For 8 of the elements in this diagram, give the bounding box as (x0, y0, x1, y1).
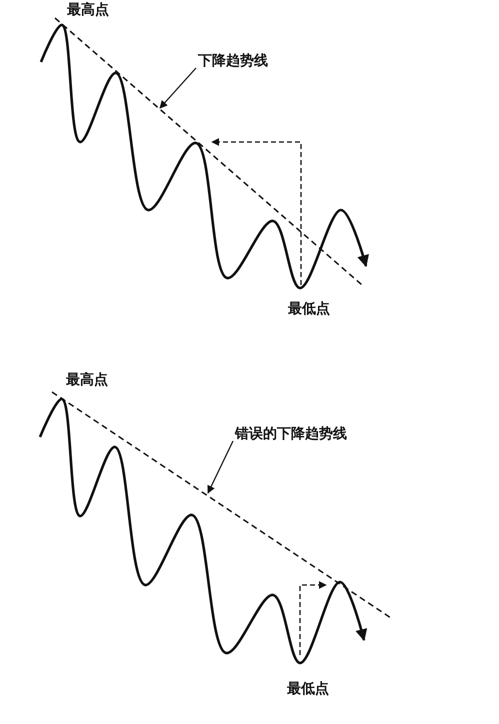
point-label: 最高点 (66, 371, 108, 389)
point-label: 最低点 (287, 680, 329, 698)
callout-label: 错误的下降趋势线 (235, 425, 347, 443)
point-label: 最低点 (288, 300, 330, 318)
callout-label: 下降趋势线 (198, 52, 268, 70)
leader-line (159, 68, 196, 109)
point-label: 最高点 (67, 1, 109, 19)
leader-line (207, 440, 234, 494)
